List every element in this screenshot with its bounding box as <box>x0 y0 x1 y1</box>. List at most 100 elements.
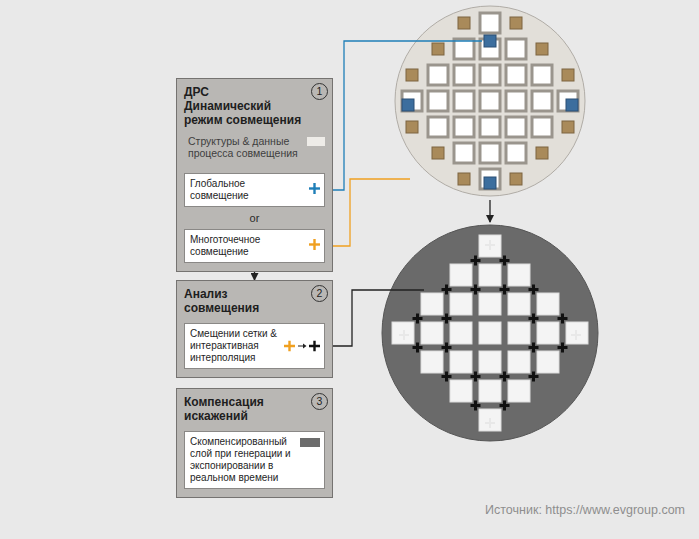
cross-mark <box>471 372 481 382</box>
multipoint-mark <box>510 173 522 185</box>
die <box>421 351 443 373</box>
cross-mark <box>500 285 510 295</box>
multipoint-mark <box>562 69 574 81</box>
die <box>508 351 530 373</box>
wafer-arrow <box>489 200 490 222</box>
global-mark <box>402 99 414 111</box>
cross-mark <box>413 314 423 324</box>
process-box: ДРСДинамический режим совмещенияСтруктур… <box>176 78 333 272</box>
node-text: Глобальное совмещение <box>190 178 302 202</box>
die <box>450 322 472 344</box>
source-note: Источник: https://www.evgroup.com <box>485 503 685 517</box>
die <box>421 322 443 344</box>
die <box>537 351 559 373</box>
edge-mark <box>571 330 581 340</box>
die <box>454 65 474 85</box>
die <box>480 117 500 137</box>
die <box>454 117 474 137</box>
global-mark <box>484 177 496 189</box>
step-box: Многоточечное совмещение <box>184 229 325 263</box>
multipoint-mark <box>432 43 444 55</box>
die <box>508 322 530 344</box>
cross-mark <box>529 343 539 353</box>
global-mark <box>484 35 496 47</box>
cross-mark <box>500 256 510 266</box>
cross-mark <box>529 372 539 382</box>
color-swatch <box>300 438 320 447</box>
step-box: Смещении сетки & интерактивная интерполя… <box>184 323 325 369</box>
step-box: Скомпенсированный слой при генерации и э… <box>184 431 325 489</box>
die <box>428 65 448 85</box>
die <box>508 380 530 402</box>
die <box>506 39 526 59</box>
process-box: Анализ совмещенияСмещении сетки & интера… <box>176 280 333 378</box>
callout-number: 3 <box>311 393 328 410</box>
callout-number: 2 <box>311 285 328 302</box>
leader-line <box>325 179 410 246</box>
die <box>532 65 552 85</box>
die <box>392 322 414 344</box>
die <box>532 91 552 111</box>
die <box>480 169 500 189</box>
node-text: Структуры & данные процесса совмещения <box>188 135 301 159</box>
plus-mark <box>309 341 320 352</box>
die <box>537 322 559 344</box>
die <box>421 293 443 315</box>
legend-row: Структуры & данные процесса совмещения <box>184 135 325 159</box>
process-box: Компенсация искаженийСкомпенсированный с… <box>176 388 333 498</box>
node-text: Многоточечное совмещение <box>190 234 302 258</box>
node-text: Смещении сетки & интерактивная интерполя… <box>190 328 284 364</box>
color-swatch <box>307 137 325 146</box>
die <box>506 117 526 137</box>
icon <box>300 438 320 447</box>
multipoint-mark <box>406 121 418 133</box>
plus-mark <box>309 183 320 194</box>
leader-line <box>325 41 482 190</box>
die <box>450 264 472 286</box>
multipoint-mark <box>406 69 418 81</box>
cross-mark <box>529 285 539 295</box>
die <box>479 351 501 373</box>
step-box: Глобальное совмещение <box>184 173 325 207</box>
arrow-symbol <box>297 341 307 352</box>
cross-mark <box>442 285 452 295</box>
die <box>450 380 472 402</box>
die <box>402 91 422 111</box>
die <box>450 351 472 373</box>
wafer-bottom <box>382 225 598 441</box>
cross-mark <box>500 401 510 411</box>
leader-line <box>325 290 424 346</box>
edge-mark <box>485 240 495 250</box>
multipoint-mark <box>510 17 522 29</box>
plus-mark <box>284 341 295 352</box>
die <box>506 65 526 85</box>
icon <box>309 183 320 197</box>
node-text: Компенсация искажений <box>184 395 325 423</box>
cross-mark <box>558 343 568 353</box>
node-text: ДРС <box>184 85 325 99</box>
die <box>508 264 530 286</box>
die <box>532 117 552 137</box>
die <box>480 13 500 33</box>
plus-mark <box>309 239 320 250</box>
die <box>454 39 474 59</box>
die <box>479 235 501 257</box>
cross-mark <box>529 314 539 324</box>
icon <box>309 239 320 253</box>
node-text: Динамический режим совмещения <box>184 99 325 127</box>
multipoint-mark <box>536 147 548 159</box>
cross-mark <box>500 372 510 382</box>
multipoint-mark <box>432 147 444 159</box>
die <box>558 91 578 111</box>
node-text: Скомпенсированный слой при генерации и э… <box>190 436 294 484</box>
cross-mark <box>442 314 452 324</box>
die <box>480 65 500 85</box>
die <box>480 143 500 163</box>
cross-mark <box>442 372 452 382</box>
edge-mark <box>399 330 409 340</box>
die <box>428 91 448 111</box>
die <box>428 117 448 137</box>
edge-mark <box>485 418 495 428</box>
or-label: or <box>184 212 325 224</box>
